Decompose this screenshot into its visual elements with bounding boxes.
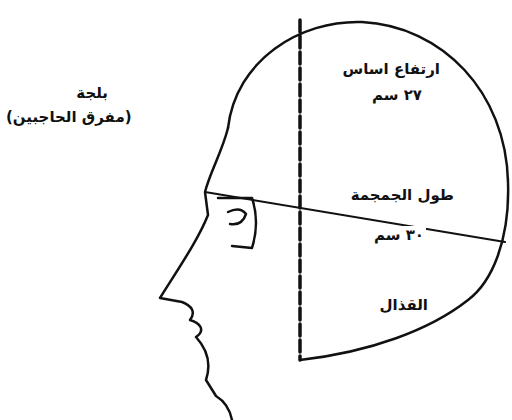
dimension-label: طول الجمجمة xyxy=(349,186,456,204)
height-dashed-line xyxy=(298,20,302,360)
face-profile xyxy=(160,128,232,420)
landmark-note: (مفرق الحاجبين) xyxy=(4,108,134,126)
skull-outline xyxy=(228,22,508,360)
landmark-label: بلجة xyxy=(74,84,110,102)
landmark-label: القذال xyxy=(378,296,430,314)
dimension-value: ٣٠ سم xyxy=(372,226,426,244)
eye xyxy=(228,209,246,224)
eye-socket xyxy=(218,198,256,248)
dimension-value: ٢٧ سم xyxy=(370,86,424,104)
dimension-label: ارتفاع اساس xyxy=(340,60,442,78)
